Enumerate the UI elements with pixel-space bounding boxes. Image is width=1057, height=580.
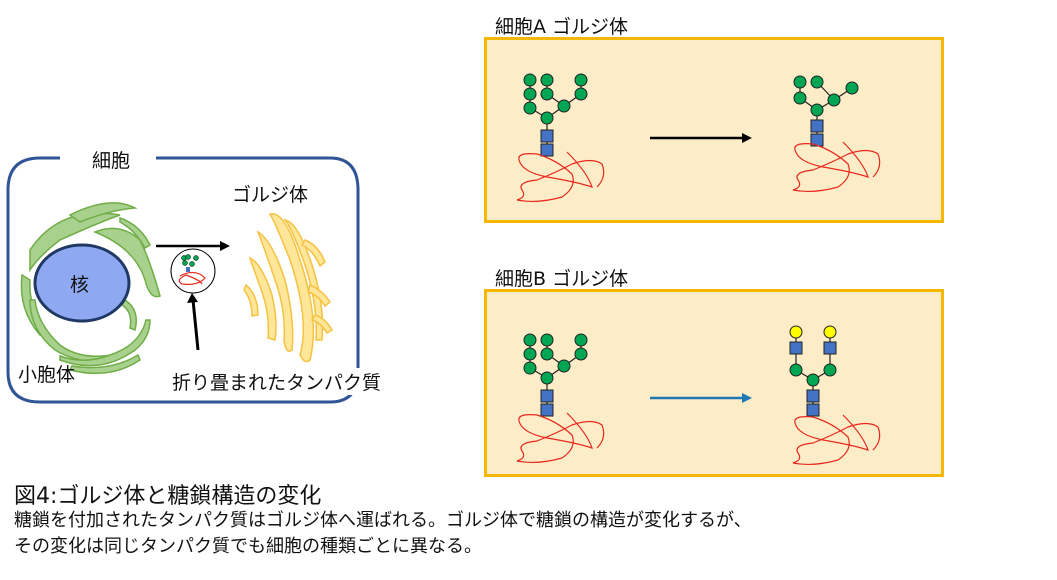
mannose-circle: [827, 93, 841, 107]
protein-pointer-arrow: [191, 299, 200, 351]
glcnac-square: [540, 403, 554, 417]
glcnac-square: [540, 143, 554, 157]
mannose-circle: [540, 333, 554, 347]
panel-b: [484, 289, 944, 477]
panel-a-title: 細胞A ゴルジ体: [495, 16, 629, 38]
glcnac-square: [810, 119, 824, 133]
protein-chain: [792, 414, 881, 466]
protein-label: 折り畳まれたタンパク質: [170, 368, 384, 395]
mannose-circle: [574, 87, 588, 101]
protein-chain: [792, 141, 881, 193]
er-icon: [20, 202, 161, 375]
mannose-circle: [806, 373, 820, 387]
protein-magnifier: [170, 248, 216, 294]
mannose-circle: [574, 73, 588, 87]
glcnac-square: [806, 389, 820, 403]
golgi-icon: [243, 213, 334, 363]
cell-membrane: [6, 156, 360, 404]
protein-chain: [516, 151, 605, 203]
golgi-label: ゴルジ体: [232, 184, 309, 206]
glcnac-square: [810, 133, 824, 147]
mannose-circle: [523, 347, 537, 361]
mannose-circle: [523, 87, 537, 101]
protein-pointer-arrow-head: [187, 293, 198, 303]
glcnac-square: [540, 389, 554, 403]
nucleus-label: 核: [70, 274, 90, 296]
mannose-circle: [540, 111, 554, 125]
mannose-circle: [789, 363, 803, 377]
mannose-circle: [810, 103, 824, 117]
mannose-circle: [540, 347, 554, 361]
transport-arrow-head: [220, 241, 230, 251]
figure-caption-title: 図4:ゴルジ体と糖鎖構造の変化: [14, 484, 322, 509]
glcnac-square: [540, 129, 554, 143]
panel-a-arrow-head: [742, 133, 752, 143]
panel-a: [484, 37, 944, 223]
mannose-circle: [845, 81, 859, 95]
glcnac-square: [823, 341, 837, 355]
mannose-circle: [523, 361, 537, 375]
mannose-circle: [574, 333, 588, 347]
mannose-circle: [557, 359, 571, 373]
galactose-circle: [823, 325, 837, 339]
cell-title: 細胞: [86, 146, 137, 173]
mannose-circle: [793, 75, 807, 89]
mannose-circle: [523, 101, 537, 115]
mannose-circle: [810, 75, 824, 89]
mannose-circle: [540, 371, 554, 385]
mannose-circle: [574, 347, 588, 361]
mini-glycan-icon: [178, 254, 206, 285]
glcnac-square: [806, 403, 820, 417]
panel-b-title: 細胞B ゴルジ体: [495, 268, 629, 290]
mannose-circle: [523, 73, 537, 87]
mannose-circle: [540, 87, 554, 101]
mannose-circle: [540, 73, 554, 87]
figure-caption-line1: 糖鎖を付加されたタンパク質はゴルジ体へ運ばれる。ゴルジ体で糖鎖の構造が変化するが…: [14, 510, 752, 531]
protein-chain: [516, 412, 605, 464]
mannose-circle: [793, 91, 807, 105]
figure-caption-line2: その変化は同じタンパク質でも細胞の種類ごとに異なる。: [14, 536, 482, 557]
galactose-circle: [789, 325, 803, 339]
glcnac-square: [789, 341, 803, 355]
mannose-circle: [523, 333, 537, 347]
mannose-circle: [557, 99, 571, 113]
panel-b-arrow-head: [742, 393, 752, 403]
mannose-circle: [823, 363, 837, 377]
er-label: 小胞体: [18, 364, 76, 386]
nucleus: [33, 243, 131, 323]
